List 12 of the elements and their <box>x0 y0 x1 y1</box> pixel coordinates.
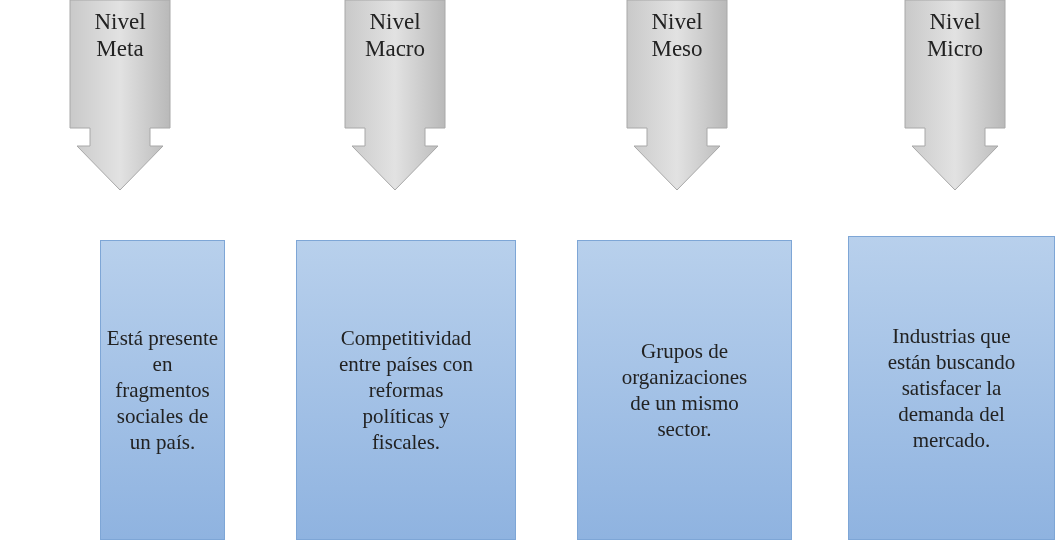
level-label: Nivel Macro <box>364 8 426 62</box>
description-box <box>577 240 792 540</box>
level-label: Nivel Meta <box>93 8 147 62</box>
description-box <box>296 240 516 540</box>
level-label: Nivel Meso <box>650 8 704 62</box>
description-box <box>848 236 1055 540</box>
description-text: Competitividad entre países con reformas políticas y fiscales. <box>337 325 475 455</box>
description-box <box>100 240 225 540</box>
description-text: Está presente en fragmentos sociales de un país. <box>105 325 220 455</box>
description-text: Industrias que están buscando satisfacer la demanda del mercado. <box>886 323 1017 453</box>
description-text: Grupos de organizaciones de un mismo sector. <box>620 338 749 442</box>
level-label: Nivel Micro <box>925 8 985 62</box>
